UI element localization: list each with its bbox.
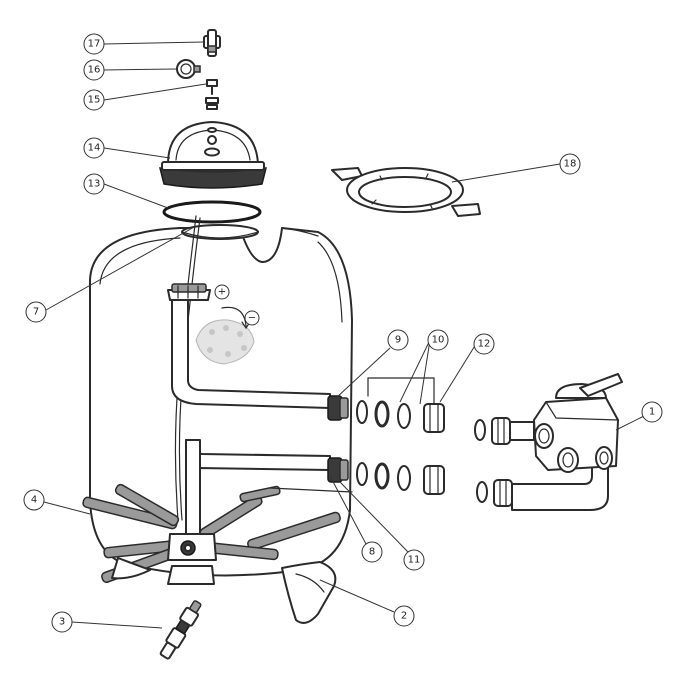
svg-text:−: − <box>248 313 256 324</box>
pressure-gauge-assembly <box>176 29 221 110</box>
diffuser-rotated <box>195 319 255 365</box>
svg-text:13: 13 <box>88 179 101 190</box>
svg-text:11: 11 <box>408 555 421 566</box>
filter-lid <box>159 121 267 189</box>
svg-text:2: 2 <box>401 611 407 622</box>
bulkhead-nuts <box>423 403 445 495</box>
svg-text:12: 12 <box>478 339 491 350</box>
upper-diffuser <box>167 283 211 301</box>
tank-stand <box>111 557 337 624</box>
callout-15: 15 <box>83 89 105 111</box>
svg-text:4: 4 <box>31 495 37 506</box>
lid-o-ring <box>162 200 262 224</box>
multiport-valve <box>474 373 623 511</box>
svg-text:15: 15 <box>88 95 101 106</box>
callout-9: 9 <box>387 329 409 351</box>
drain-assembly <box>159 600 202 660</box>
svg-text:16: 16 <box>88 65 101 76</box>
locking-ring <box>331 167 481 217</box>
callout-8: 8 <box>361 541 383 563</box>
callout-7: 7 <box>25 301 47 323</box>
callout-3: 3 <box>51 611 73 633</box>
svg-text:3: 3 <box>59 617 65 628</box>
callout-12: 12 <box>473 333 495 355</box>
callout-18: 18 <box>559 153 581 175</box>
svg-text:8: 8 <box>369 547 375 558</box>
svg-text:7: 7 <box>33 307 39 318</box>
callout-2: 2 <box>393 605 415 627</box>
laterals <box>82 483 341 584</box>
callout-14: 14 <box>83 137 105 159</box>
leader-lines <box>43 41 645 629</box>
svg-text:9: 9 <box>395 335 401 346</box>
o-rings <box>356 400 411 491</box>
svg-text:+: + <box>218 287 226 298</box>
svg-text:18: 18 <box>564 159 577 170</box>
callout-13: 13 <box>83 173 105 195</box>
callout-10: 10 <box>427 329 449 351</box>
callout-17: 17 <box>83 33 105 55</box>
callout-11: 11 <box>403 549 425 571</box>
rotate-minus-sign: − <box>244 310 260 326</box>
callout-4: 4 <box>23 489 45 511</box>
svg-text:10: 10 <box>432 335 445 346</box>
callout-1: 1 <box>641 401 663 423</box>
svg-text:14: 14 <box>88 143 101 154</box>
rotate-plus-sign: + <box>214 284 230 300</box>
callout-16: 16 <box>83 59 105 81</box>
svg-text:17: 17 <box>88 39 101 50</box>
svg-text:1: 1 <box>649 407 655 418</box>
upper-internal-pipe <box>171 299 349 421</box>
